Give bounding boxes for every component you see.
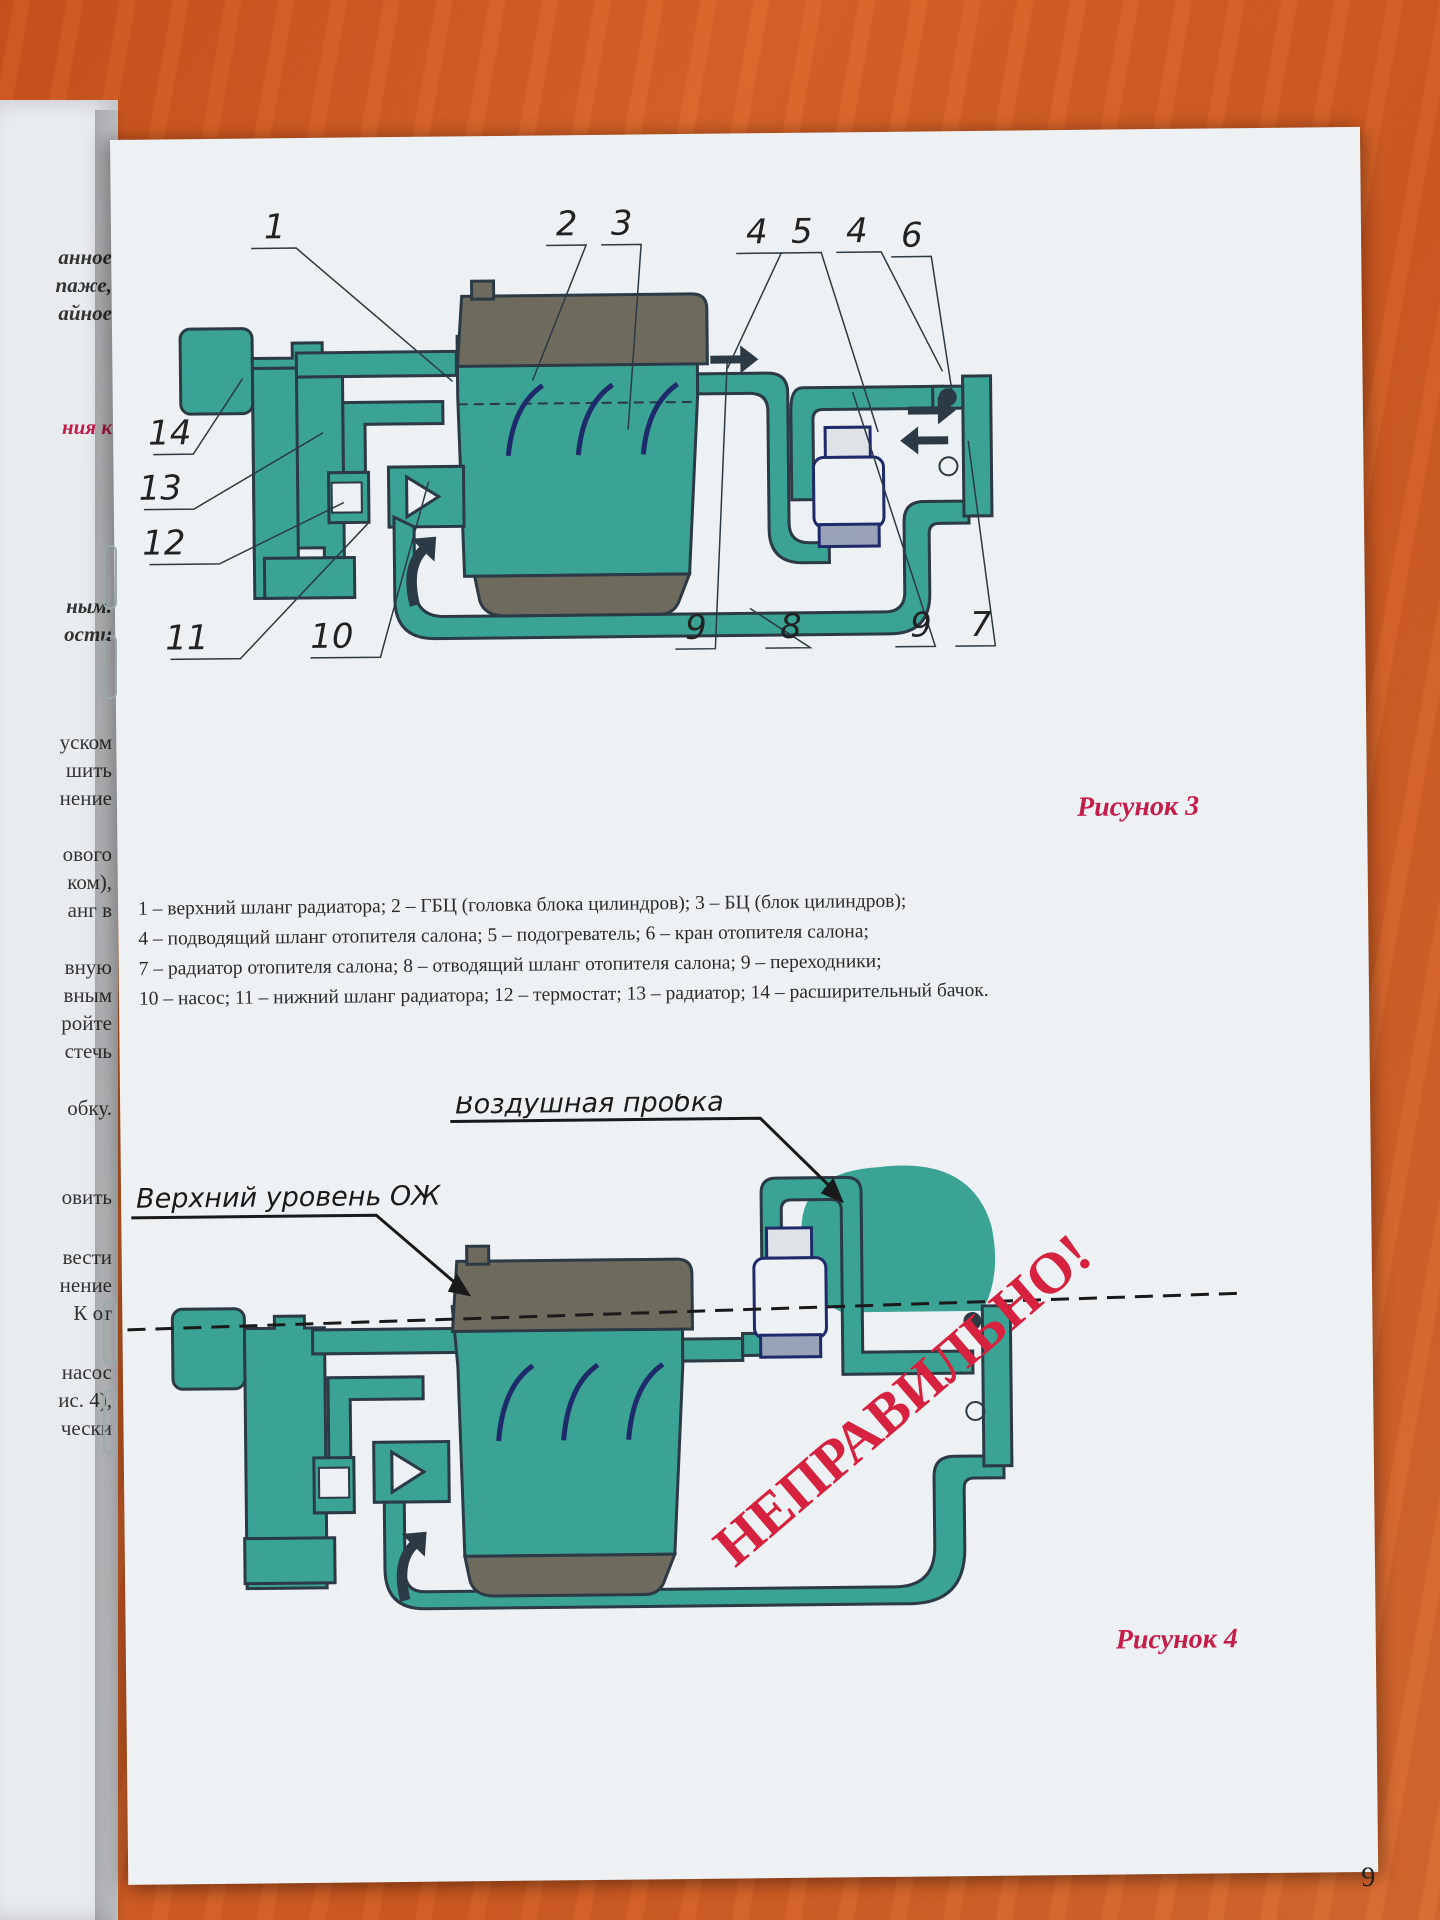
fig3-label-14: 14 [148, 413, 192, 453]
staple [103, 1300, 117, 1364]
left-page-text-fragment: уском [59, 730, 112, 754]
left-page-text-fragment: анг в [67, 898, 112, 922]
fig3-label-9: 9 [685, 608, 707, 648]
figure-3-legend: 1 – верхний шланг радиатора; 2 – ГБЦ (го… [138, 883, 1239, 1015]
right-page: 1 2 3 4 5 4 6 14 13 12 11 10 9 8 9 7 Рис… [110, 126, 1379, 1893]
fig3-label-12: 12 [142, 523, 186, 563]
left-page-text-fragment: айное [58, 301, 112, 325]
left-page-text-fragment: шить [65, 758, 112, 782]
figure-3-diagram: 1 2 3 4 5 4 6 14 13 12 11 10 9 8 9 7 [138, 204, 997, 661]
staple [103, 1390, 117, 1454]
left-page-text-fragment: вную [64, 955, 112, 979]
left-page-text-fragment: анное [58, 245, 112, 269]
fig3-label-4b: 4 [846, 211, 868, 251]
fig3-label-13: 13 [138, 468, 182, 508]
left-page-text-fragment: вным [63, 983, 112, 1007]
air-lock-label: Воздушная пробка [455, 1087, 724, 1121]
fig3-label-1: 1 [264, 207, 286, 247]
left-page-text-fragment: насос [61, 1360, 112, 1384]
left-page-text-fragment: нение [59, 786, 112, 810]
fig3-label-6: 6 [901, 215, 923, 255]
coolant-level-label: Верхний уровень ОЖ [136, 1181, 441, 1215]
left-page-text-fragment: овить [61, 1185, 112, 1209]
fig3-label-8: 8 [780, 607, 802, 647]
left-page-text-fragment: паже, [55, 273, 112, 297]
fig3-label-10: 10 [310, 616, 354, 656]
left-page-text-fragment: нение [59, 1273, 112, 1297]
fig3-label-9b: 9 [910, 605, 932, 645]
left-page-text-fragment: ния к [61, 415, 112, 439]
fig3-label-2: 2 [556, 204, 578, 244]
figure-4-diagram: Воздушная пробка Верхний уровень ОЖ НЕПР… [127, 1087, 1243, 1611]
staple [103, 635, 117, 699]
figure-4-caption: Рисунок 4 [1115, 1623, 1238, 1656]
left-page-text-fragment: ового [62, 842, 112, 866]
left-page-text-fragment: вести [62, 1245, 112, 1269]
left-page-text-fragment: ройте [61, 1011, 112, 1035]
left-page-text-fragment: ком), [67, 870, 112, 894]
left-page-text-fragment: стечь [64, 1039, 112, 1063]
fig3-label-4: 4 [746, 212, 768, 252]
left-page-text-fragment: обку. [67, 1096, 112, 1120]
staple [103, 545, 117, 609]
fig3-label-11: 11 [165, 618, 209, 658]
page-number: 9 [1361, 1861, 1376, 1893]
fig3-label-3: 3 [611, 204, 633, 244]
fig3-label-5: 5 [791, 212, 813, 252]
figure-3-caption: Рисунок 3 [1076, 790, 1200, 823]
fig3-label-7: 7 [970, 605, 992, 645]
